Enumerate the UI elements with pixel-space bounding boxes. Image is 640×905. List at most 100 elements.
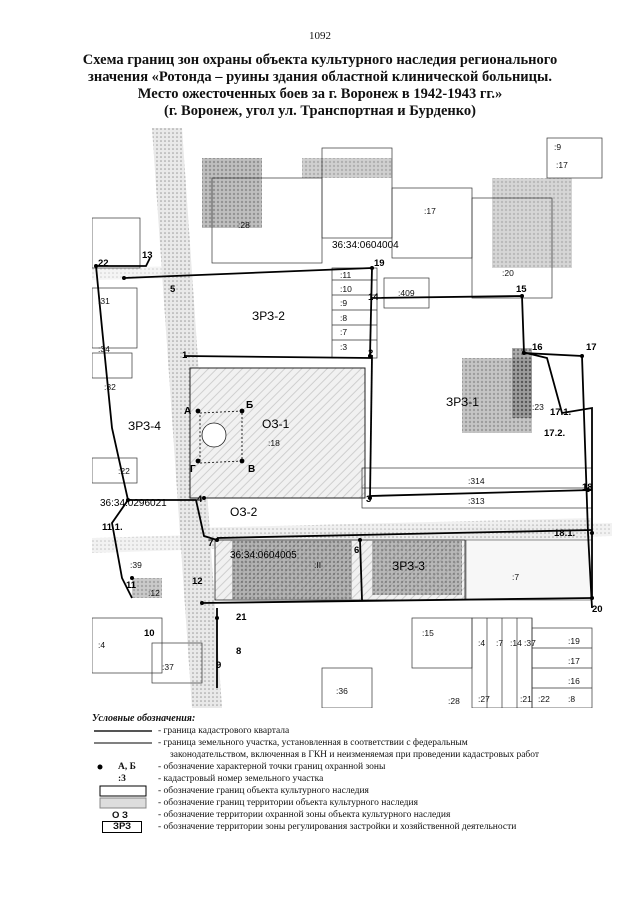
title-line-2: значения «Ротонда – руины здания областн… [88,69,552,85]
parcel-number: :32 [104,382,116,392]
title-line-3: Место ожесточенных боев за г. Воронеж в … [137,86,503,102]
parcel-number: :27 [478,694,490,704]
legend-text: законодательством, включенная в ГКН и не… [170,750,540,760]
legend: Условные обозначения: - граница кадастро… [92,712,612,833]
parcel-number: :14 [510,638,522,648]
boundary-point-label: 21 [236,612,247,623]
boundary-point-label: 20 [592,604,603,615]
boundary-point-markers [94,264,594,620]
legend-text: - обозначение границ территории объекта … [158,798,418,808]
zone-label-oz2: ОЗ-2 [230,505,258,519]
legend-item: :3 - кадастровый номер земельного участк… [92,773,612,785]
zone-map: ОЗ-1 ОЗ-2 ЗРЗ-1 ЗРЗ-2 ЗРЗ-3 ЗРЗ-4 36:34:… [92,128,612,708]
boundary-point-label: 17 [586,342,597,353]
boundary-point-label: 16 [532,342,543,353]
legend-symbol-text: :3 [118,774,126,784]
parcel-number: :8 [340,313,347,323]
legend-symbol-text: ЗРЗ [102,821,143,833]
parcel-number: :17 [424,206,436,216]
parcel-number: :4 [478,638,485,648]
point-marker-icon [97,764,103,770]
boundary-point-label: 9 [216,660,221,671]
object-point-label: Б [246,400,253,411]
zone-boundaries [95,257,593,688]
zone-label-oz1: ОЗ-1 [262,417,290,431]
zone-label-zrz4: ЗРЗ-4 [128,419,161,433]
legend-item: законодательством, включенная в ГКН и не… [92,749,612,761]
land-parcel-line-icon [94,742,152,744]
boundary-point-label: 6 [354,545,359,556]
boundary-point-label: 15 [516,284,527,295]
parcel-number: :409 [398,288,415,298]
boundary-point-label: 3 [366,494,371,505]
boundary-point-label: 2 [368,348,373,359]
boundary-point-label: 11 [126,580,137,591]
parcel-number: :7 [340,327,347,337]
cadastral-quarter-line-icon [94,730,152,732]
parcel-number: :8 [568,694,575,704]
boundary-point-label: 5 [170,284,176,295]
zrz3-east-area [465,539,593,601]
boundary-point-label: 22 [98,258,109,269]
legend-text: - обозначение территории зоны регулирова… [158,822,517,832]
parcel-number: :11 [340,270,351,280]
parcel-number: :16 [568,676,580,686]
parcel-number: :17 [568,656,580,666]
parcel-number: :9 [340,298,347,308]
legend-text: - граница кадастрового квартала [158,726,290,736]
legend-item: ЗРЗ - обозначение территории зоны регули… [92,821,612,833]
legend-text: - обозначение границ объекта культурного… [158,786,369,796]
parcel-number: :10 [340,284,352,294]
parcel-number: :28 [238,220,250,230]
legend-item: О З - обозначение территории охранной зо… [92,809,612,821]
zone-label-zrz2: ЗРЗ-2 [252,309,285,323]
legend-symbol-text: О З [112,810,128,821]
boundary-point-label: 13 [142,250,153,261]
parcel-number: :22 [538,694,550,704]
parcel-number: :34 [98,344,110,354]
boundary-point-label: 1 [182,350,188,361]
parcel-number: :22 [118,466,130,476]
legend-item: - обозначение границ объекта культурного… [92,785,612,797]
parcel-number: :39 [130,560,142,570]
legend-item: А, Б - обозначение характерной точки гра… [92,761,612,773]
legend-title: Условные обозначения: [92,713,196,724]
cadastral-quarter-label: 36:34:0604004 [332,240,399,251]
boundary-point-label: 8 [236,646,241,657]
legend-item: - обозначение границ территории объекта … [92,797,612,809]
parcel-number: :21 [520,694,532,704]
legend-text: - обозначение характерной точки границ о… [158,762,386,772]
boundary-point-label: 7 [208,538,213,549]
boundary-point-label: 10 [144,628,155,639]
object-boundary-icon [99,785,147,797]
cadastral-quarter-label: 36:34:0296021 [100,498,167,509]
parcel-number: :314 [468,476,485,486]
legend-text: - кадастровый номер земельного участка [158,774,324,784]
legend-text: - граница земельного участка, установлен… [158,738,468,748]
territory-boundary-icon [99,797,147,809]
parcel-number: :36 [336,686,348,696]
title-line-4: (г. Воронеж, угол ул. Транспортная и Бур… [164,103,476,119]
parcel-number: :12 [148,588,160,598]
parcel-number: :7 [512,572,519,582]
boundary-point-label: 14 [368,292,379,303]
parcel-number: :17 [556,160,568,170]
boundary-point-label: 17.1. [550,407,571,418]
parcel-number: :37 [162,662,174,672]
parcel-number: :19 [568,636,580,646]
parcel-number: :37 [524,638,536,648]
boundary-point-label: 11.1. [102,522,123,533]
parcel-number: :9 [554,142,561,152]
boundary-point-label: 12 [192,576,203,587]
boundary-point-label: 17.2. [544,428,565,439]
page-number: 1092 [309,30,331,42]
legend-text: - обозначение территории охранной зоны о… [158,810,451,820]
boundary-point-label: 18.1. [554,528,575,539]
zone-label-zrz1: ЗРЗ-1 [446,395,479,409]
legend-item: - граница земельного участка, установлен… [92,737,612,749]
object-point-label: Г [190,464,196,475]
parcel-number: :313 [468,496,485,506]
parcel-number: :4 [98,640,105,650]
parcel-number: :18 [268,438,280,448]
parcel-number: :II [314,560,321,570]
